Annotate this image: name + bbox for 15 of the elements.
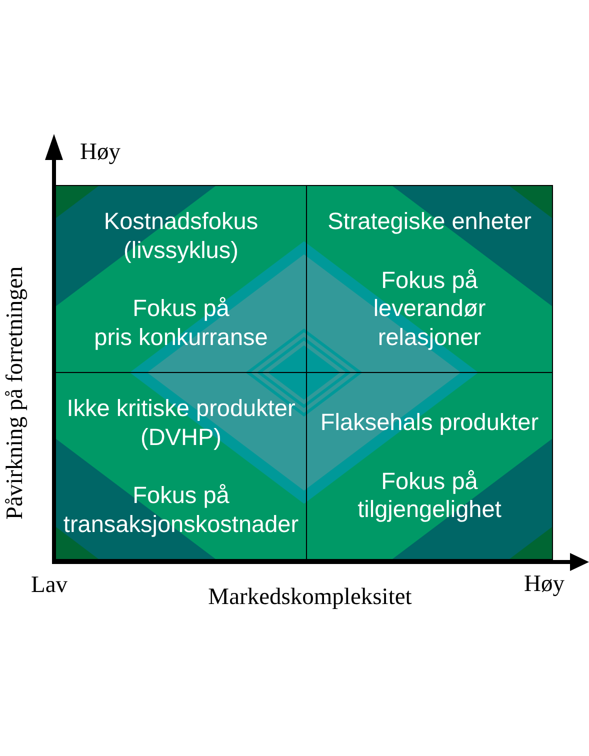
axis-end-label: Høy [524, 571, 564, 597]
quadrant-title: Ikke kritiske produkter (DVHP) [66, 394, 296, 451]
quadrant-title: Flaksehals produkter [320, 408, 539, 437]
axis-title: Markedskompleksitet [208, 584, 412, 610]
axis-end-label: Høy [80, 139, 120, 165]
quadrant-text: Fokus på transaksjonskostnader [63, 481, 299, 538]
quadrant-text: Fokus på tilgjengelighet [358, 466, 502, 524]
quadrant-box [306, 185, 553, 373]
quadrant-title: Kostnadsfokus (livssyklus) [104, 207, 258, 264]
quadrant-text: Fokus på pris konkurranse [94, 294, 268, 351]
axis-end-label: Lav [31, 572, 68, 598]
axis-title: Påvirkning på forretningen [2, 266, 28, 520]
quadrant-text: Fokus på leverandør relasjoner [373, 266, 486, 351]
quadrant-title: Strategiske enheter [328, 207, 532, 236]
quadrant-box [306, 372, 553, 560]
